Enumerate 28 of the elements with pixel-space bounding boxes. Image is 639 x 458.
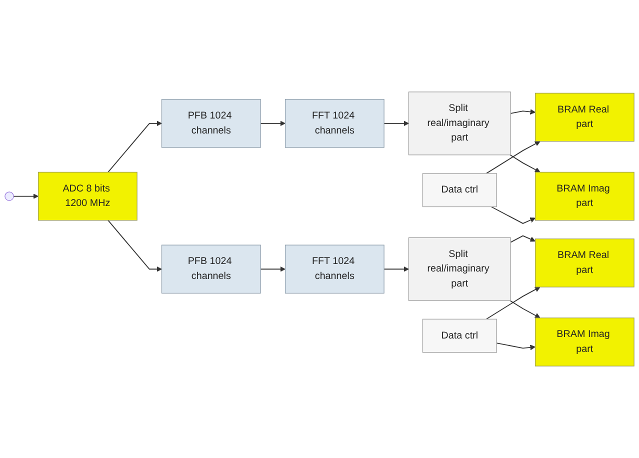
arrow <box>510 154 540 172</box>
node-box: PFB 1024 channels <box>161 244 261 294</box>
arrow <box>260 120 286 126</box>
node-box: FFT 1024 channels <box>284 99 384 148</box>
node-box: PFB 1024 channels <box>161 99 261 148</box>
node-box: Data ctrl <box>422 318 497 353</box>
node-box: BRAM Real part <box>534 92 634 142</box>
arrow <box>510 235 536 243</box>
arrow <box>490 206 536 224</box>
arrow <box>486 286 540 320</box>
node-box: Split real/imaginary part <box>408 92 511 156</box>
node-box: FFT 1024 channels <box>284 244 384 294</box>
arrow <box>108 220 162 272</box>
node-box: BRAM Real part <box>534 238 634 288</box>
node-box: ADC 8 bits 1200 MHz <box>38 172 138 221</box>
arrow <box>384 266 409 272</box>
node-box: Split real/imaginary part <box>408 237 511 301</box>
arrow <box>260 266 286 272</box>
arrow <box>486 141 540 174</box>
arrow <box>510 300 540 318</box>
node-box: Data ctrl <box>422 173 497 208</box>
arrow <box>496 342 536 350</box>
arrow <box>108 120 162 173</box>
node-box: BRAM Imag part <box>534 172 634 221</box>
arrow <box>384 120 409 126</box>
arrow <box>13 194 39 199</box>
arrow <box>510 109 536 115</box>
node-box: BRAM Imag part <box>534 318 634 366</box>
